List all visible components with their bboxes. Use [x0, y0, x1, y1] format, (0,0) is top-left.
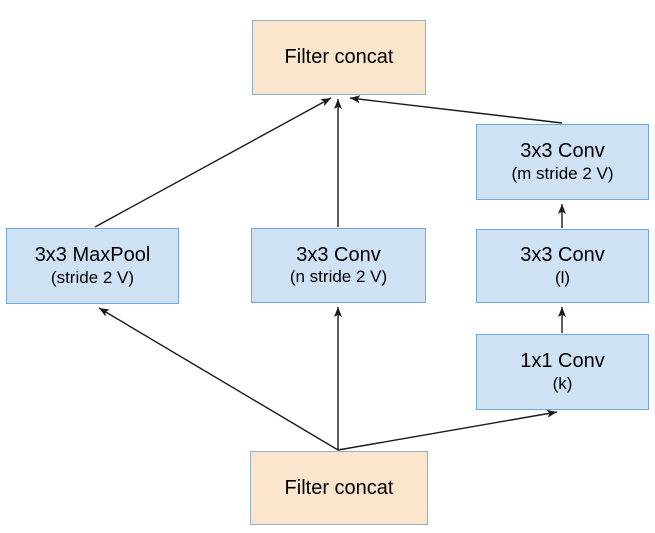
node-sublabel: (n stride 2 V) — [289, 267, 388, 287]
node-label: 3x3 MaxPool — [34, 244, 151, 267]
node-maxpool: 3x3 MaxPool (stride 2 V) — [6, 228, 179, 304]
node-sublabel: (l) — [554, 267, 571, 287]
node-sublabel: (k) — [552, 373, 573, 393]
node-filter-concat-top: Filter concat — [252, 20, 426, 95]
node-conv-k: 1x1 Conv (k) — [476, 334, 649, 410]
node-conv-n: 3x3 Conv (n stride 2 V) — [251, 228, 426, 303]
node-label: Filter concat — [284, 476, 394, 499]
node-sublabel: (m stride 2 V) — [511, 163, 614, 183]
node-label: 3x3 Conv — [296, 243, 381, 266]
edge-bottom-concat-to-maxpool — [98, 307, 339, 451]
edge-maxpool-to-top-concat — [94, 97, 332, 228]
node-sublabel: (stride 2 V) — [50, 267, 135, 287]
node-filter-concat-bottom: Filter concat — [250, 451, 428, 525]
node-label: 3x3 Conv — [520, 140, 605, 163]
node-label: 1x1 Conv — [520, 350, 605, 373]
node-conv-m: 3x3 Conv (m stride 2 V) — [476, 124, 649, 200]
node-label: Filter concat — [284, 46, 394, 69]
node-conv-l: 3x3 Conv (l) — [476, 229, 649, 303]
node-label: 3x3 Conv — [520, 244, 605, 267]
edge-conv-m-to-top-concat — [349, 95, 563, 124]
edge-bottom-concat-to-conv-k — [337, 409, 558, 451]
